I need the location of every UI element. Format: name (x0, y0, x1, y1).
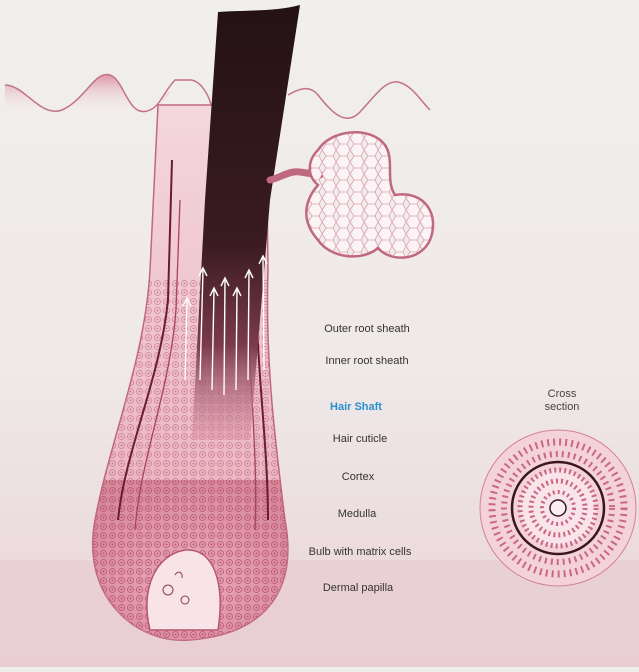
label-cortex: Cortex (342, 471, 374, 483)
label-medulla: Medulla (338, 508, 377, 520)
label-bulb-matrix: Bulb with matrix cells (309, 546, 412, 558)
cross-section-title-line1: Cross (545, 388, 580, 401)
cross-section-figure (480, 430, 636, 586)
cross-section-title-line2: section (545, 401, 580, 414)
label-hair-cuticle: Hair cuticle (333, 433, 387, 445)
label-inner-root-sheath: Inner root sheath (325, 355, 408, 367)
label-outer-root-sheath: Outer root sheath (324, 323, 410, 335)
label-hair-shaft: Hair Shaft (330, 401, 382, 413)
label-dermal-papilla: Dermal papilla (323, 582, 393, 594)
cross-section-title: Cross section (545, 388, 580, 414)
